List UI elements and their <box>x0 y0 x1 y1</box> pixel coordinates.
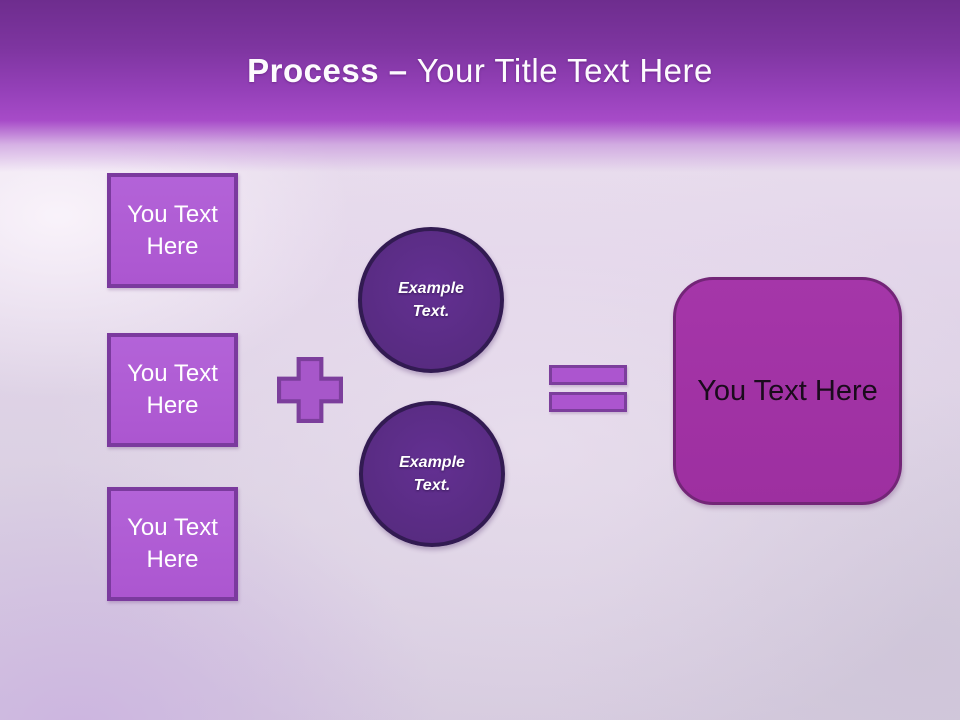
example-circle-2: Example Text. <box>359 401 505 547</box>
example-circle-1-line2: Text. <box>412 303 450 320</box>
example-circle-1-line1: Example <box>398 280 464 297</box>
input-box-1-label: You Text Here <box>127 200 218 260</box>
equals-bar-bottom <box>549 392 627 412</box>
input-box-3-label: You Text Here <box>127 514 218 573</box>
plus-icon <box>277 357 343 423</box>
equals-icon <box>549 365 627 419</box>
result-box: You Text Here <box>673 277 902 505</box>
example-circle-2-line1: Example <box>399 454 465 471</box>
example-circle-2-line2: Text. <box>413 477 451 494</box>
input-box-1: You Text Here <box>107 173 238 288</box>
title-banner <box>0 0 960 172</box>
input-box-2-label: You Text Here <box>127 360 218 419</box>
input-box-2: You Text Here <box>107 333 238 447</box>
result-box-label: You Text Here <box>697 374 878 407</box>
input-box-3: You Text Here <box>107 487 238 601</box>
slide-title: Process – Your Title Text Here <box>0 52 960 90</box>
example-circle-1: Example Text. <box>358 227 504 373</box>
title-subtitle: Your Title Text Here <box>416 52 713 89</box>
title-separator: – <box>388 52 408 89</box>
title-keyword: Process <box>247 52 380 89</box>
equals-bar-top <box>549 365 627 385</box>
